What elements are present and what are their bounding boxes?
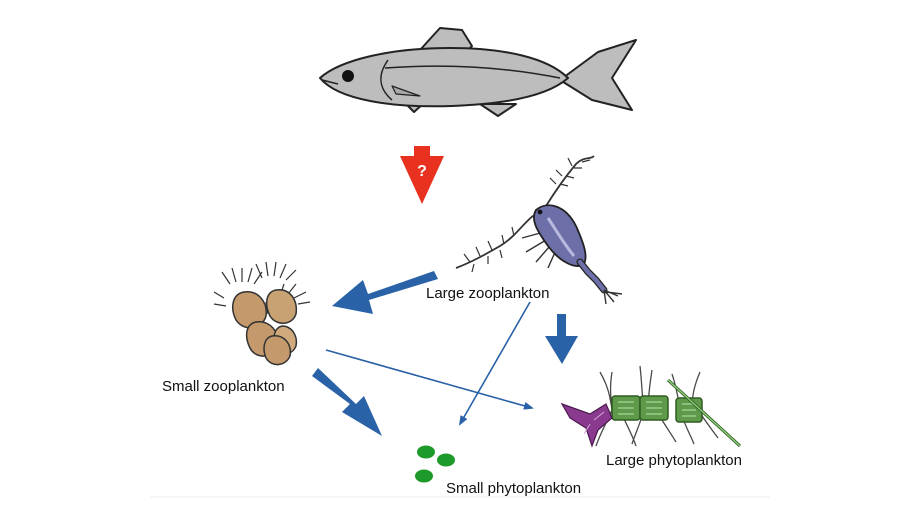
label-small-zooplankton: Small zooplankton [162,378,285,395]
arrow-smallzoo-to-largephyto [325,349,534,410]
copepod-icon [455,155,623,305]
arrow-largezoo-to-largephyto [545,314,578,364]
arrow-largezoo-to-smallzoo [332,271,438,314]
question-mark: ? [417,163,427,180]
ciliates-icon [213,261,311,366]
fish-icon [319,27,637,117]
arrow-largezoo-to-smallphyto [459,301,531,426]
label-large-phytoplankton: Large phytoplankton [606,452,742,469]
diatom-chain-icon [560,365,742,448]
unknown-link-arrow [400,146,444,204]
small-phytoplankton-cells-icon [415,445,455,483]
label-small-phytoplankton: Small phytoplankton [446,480,582,497]
arrow-smallzoo-to-smallphyto [312,368,382,436]
label-large-zooplankton: Large zooplankton [426,285,550,302]
